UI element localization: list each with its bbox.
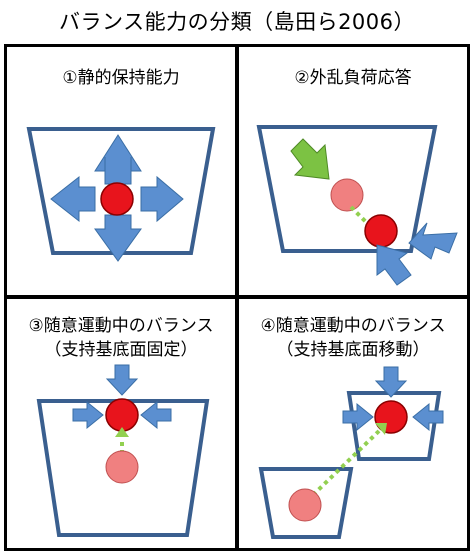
ball-icon: [364, 214, 398, 248]
path-arrowhead: [375, 423, 387, 435]
ball-icon: [105, 398, 139, 432]
panel-art: [256, 125, 458, 286]
arrow-left-icon: [50, 175, 96, 223]
panel-label: ③随意運動中のバランス: [28, 316, 214, 336]
arrow-up-icon: [376, 244, 412, 286]
arrow-right-icon: [342, 402, 374, 432]
panel-art: [36, 364, 210, 537]
panel-sublabel: （支持基底面固定）: [44, 340, 198, 360]
arrow-left-icon: [140, 400, 172, 430]
panel-label: ②外乱負荷応答: [294, 68, 412, 88]
panel-static-balance: ①静的保持能力: [4, 44, 238, 298]
panel-art: [26, 127, 216, 262]
arrow-down-icon: [94, 214, 142, 262]
dotted-path: [349, 205, 379, 235]
panel-label: ④随意運動中のバランス: [260, 316, 446, 336]
arrow-right-icon: [140, 175, 184, 223]
path-arrowhead: [115, 427, 129, 437]
arrow-left-icon: [408, 222, 458, 260]
panel-label: ①静的保持能力: [62, 68, 180, 88]
ball-previous-icon: [105, 450, 139, 484]
arrow-left-icon: [412, 402, 444, 432]
panel-disturbance-response: ②外乱負荷応答: [236, 44, 470, 298]
ball-previous-icon: [288, 488, 322, 522]
panel-art: [258, 366, 444, 539]
arrow-right-icon: [72, 400, 104, 430]
ball-previous-icon: [330, 178, 364, 212]
arrow-diagonal-icon: [290, 138, 330, 180]
panel-voluntary-fixed-base: ③随意運動中のバランス （支持基底面固定）: [4, 296, 238, 551]
panel-sublabel: （支持基底面移動）: [276, 340, 430, 360]
arrow-down-icon: [374, 366, 408, 398]
arrow-down-icon: [105, 364, 139, 396]
ball-icon: [100, 182, 134, 216]
diagram-title: バランス能力の分類（島田ら2006）: [58, 10, 416, 34]
panel-voluntary-moving-base: ④随意運動中のバランス （支持基底面移動）: [236, 296, 470, 551]
